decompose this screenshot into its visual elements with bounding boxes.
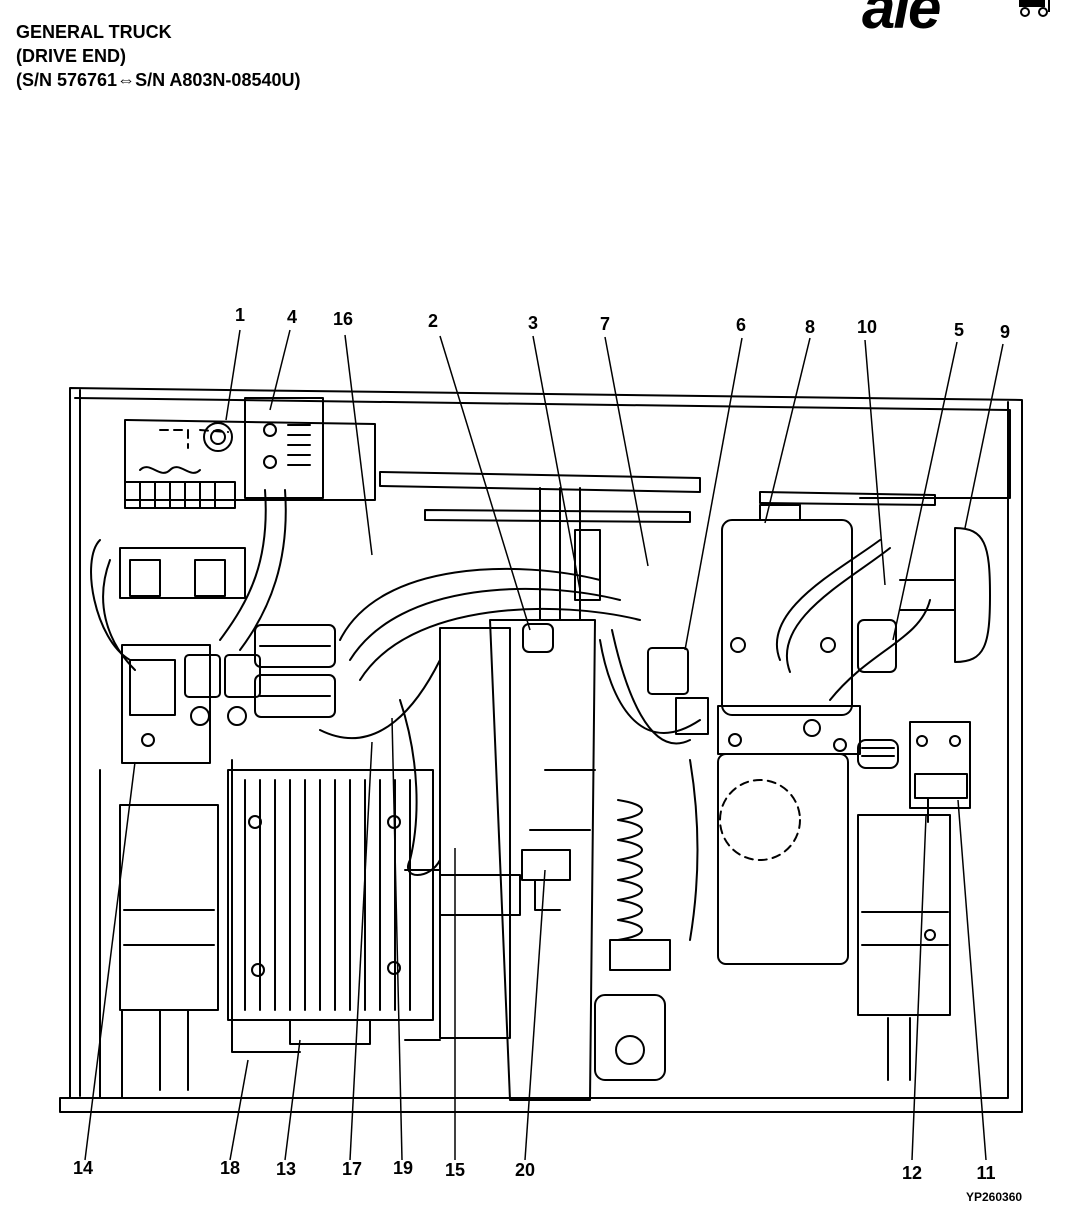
callout-20: 20 <box>514 1160 536 1180</box>
callout-7: 7 <box>599 314 610 334</box>
callout-11: 11 <box>976 1163 996 1183</box>
callout-4: 4 <box>286 307 297 327</box>
document-header: GENERAL TRUCK (DRIVE END) (S/N 576761⇔S/… <box>16 20 300 92</box>
header-line-2: (DRIVE END) <box>16 46 127 66</box>
header-line-1: GENERAL TRUCK <box>16 22 172 42</box>
callout-13: 13 <box>275 1159 297 1179</box>
figure-id: YP260360 <box>966 1190 1023 1204</box>
left-battery <box>119 804 219 1011</box>
control-panel <box>124 419 376 501</box>
brand-logo: ale <box>862 0 941 41</box>
fuse-block <box>244 397 324 499</box>
callout-16: 16 <box>332 309 354 329</box>
limit-switch-bracket <box>909 721 971 809</box>
hydraulic-tank <box>717 753 849 965</box>
callout-19: 19 <box>392 1158 414 1178</box>
callout-8: 8 <box>804 317 815 337</box>
pump-manifold <box>717 705 861 755</box>
header-line-3: (S/N 576761⇔S/N A803N-08540U) <box>16 70 301 90</box>
drive-housing <box>489 619 596 1101</box>
pump-solenoid <box>647 647 689 695</box>
brake-spring <box>617 799 643 941</box>
filler-cap <box>857 739 899 769</box>
terminal-panel <box>121 644 211 764</box>
callout-14: 14 <box>72 1158 94 1178</box>
drive-wheel-hub <box>594 994 666 1081</box>
callout-2: 2 <box>427 311 438 331</box>
callout-9: 9 <box>999 322 1010 342</box>
contactor-upper <box>254 624 336 668</box>
pump-motor <box>721 519 853 716</box>
terminal-strip <box>124 481 236 509</box>
callout-3: 3 <box>527 313 538 333</box>
relay-bracket <box>119 547 246 599</box>
callout-15: 15 <box>444 1160 466 1180</box>
callout-1: 1 <box>234 305 245 325</box>
callout-18: 18 <box>219 1158 241 1178</box>
callout-17: 17 <box>341 1159 363 1179</box>
horn <box>954 527 991 663</box>
brake-switch <box>521 849 571 881</box>
logo-forklift-icon <box>1019 0 1050 17</box>
callout-6: 6 <box>735 315 746 335</box>
callout-10: 10 <box>856 317 878 337</box>
motor-controller <box>227 769 434 1021</box>
callout-5: 5 <box>953 320 964 340</box>
callout-12: 12 <box>901 1163 923 1183</box>
right-battery <box>857 814 951 1016</box>
pressure-switch <box>857 619 897 673</box>
key-switch <box>203 422 233 452</box>
drive-motor <box>439 627 511 1039</box>
